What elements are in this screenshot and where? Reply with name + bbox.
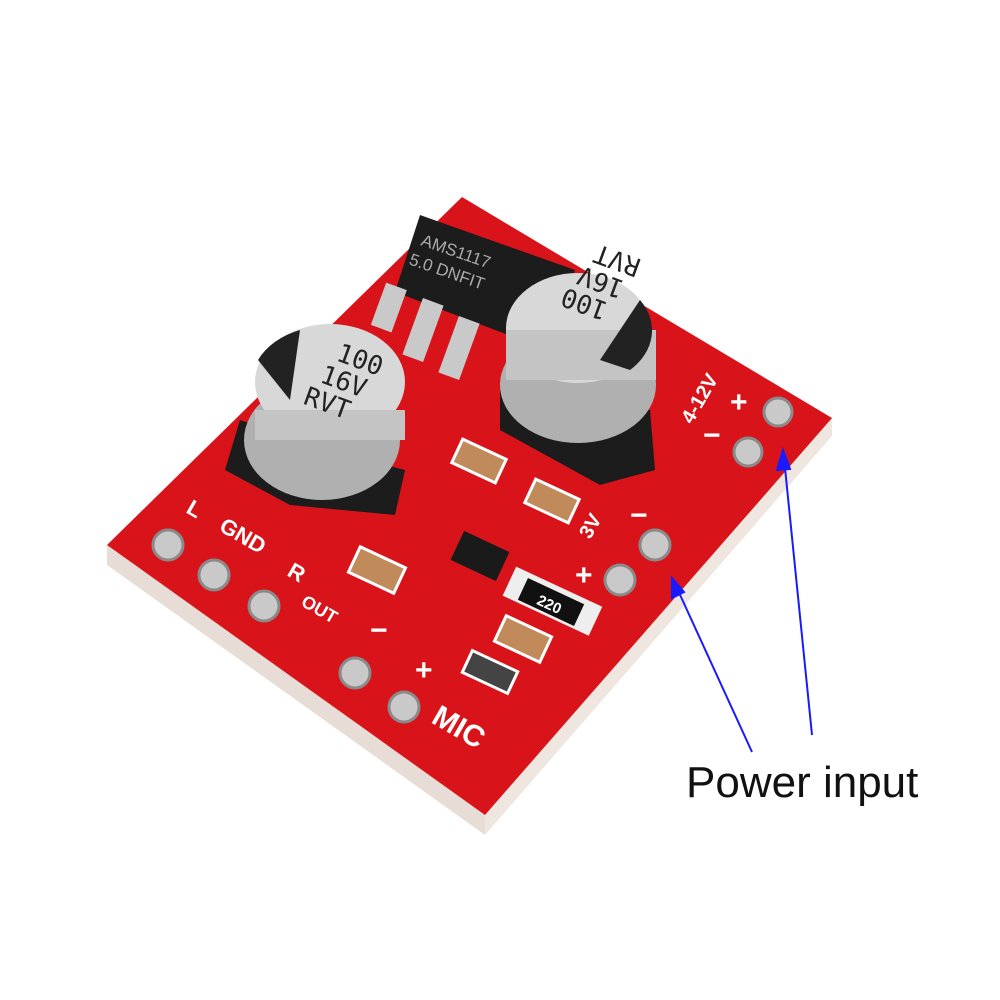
annotation-label: Power input xyxy=(686,758,919,807)
label-3v-minus: − xyxy=(630,499,648,532)
pad-3v-plus[interactable] xyxy=(603,563,637,597)
smd-capacitor xyxy=(522,477,582,525)
pad-power-plus[interactable] xyxy=(762,396,794,428)
pad-3v-minus[interactable] xyxy=(638,528,672,562)
regulator-pin xyxy=(370,282,407,333)
capacitor-polarity-stripe xyxy=(258,330,300,400)
regulator-pin xyxy=(402,298,444,362)
annotation-arrows xyxy=(671,446,813,753)
label-mic-minus: − xyxy=(370,614,388,647)
label-power-minus: − xyxy=(703,419,721,452)
board-edge xyxy=(107,545,485,835)
pad-mic-plus[interactable] xyxy=(387,690,421,724)
arrowhead-icon xyxy=(775,446,792,472)
label-mic-plus: + xyxy=(415,654,433,687)
pad-l[interactable] xyxy=(151,528,185,562)
label-3v-plus: + xyxy=(575,559,593,592)
pad-gnd[interactable] xyxy=(197,558,231,592)
arrow-to-3v-pads xyxy=(675,585,753,753)
pad-power-minus[interactable] xyxy=(732,436,764,468)
capacitor-polarity-stripe xyxy=(600,300,653,370)
arrowhead-icon xyxy=(671,575,686,600)
pad-mic-minus[interactable] xyxy=(338,656,372,690)
smd-capacitor xyxy=(449,437,509,485)
label-power-plus: + xyxy=(730,386,748,419)
smd-capacitor xyxy=(492,613,554,665)
smd-resistor xyxy=(460,648,520,696)
regulator-pin xyxy=(438,316,480,380)
pad-r[interactable] xyxy=(247,589,281,623)
arrow-to-power-pads xyxy=(783,457,813,736)
amplifier-ic xyxy=(450,530,510,582)
solder-pads xyxy=(151,396,794,724)
smd-capacitor xyxy=(346,544,408,596)
board-edge-right xyxy=(485,418,832,835)
